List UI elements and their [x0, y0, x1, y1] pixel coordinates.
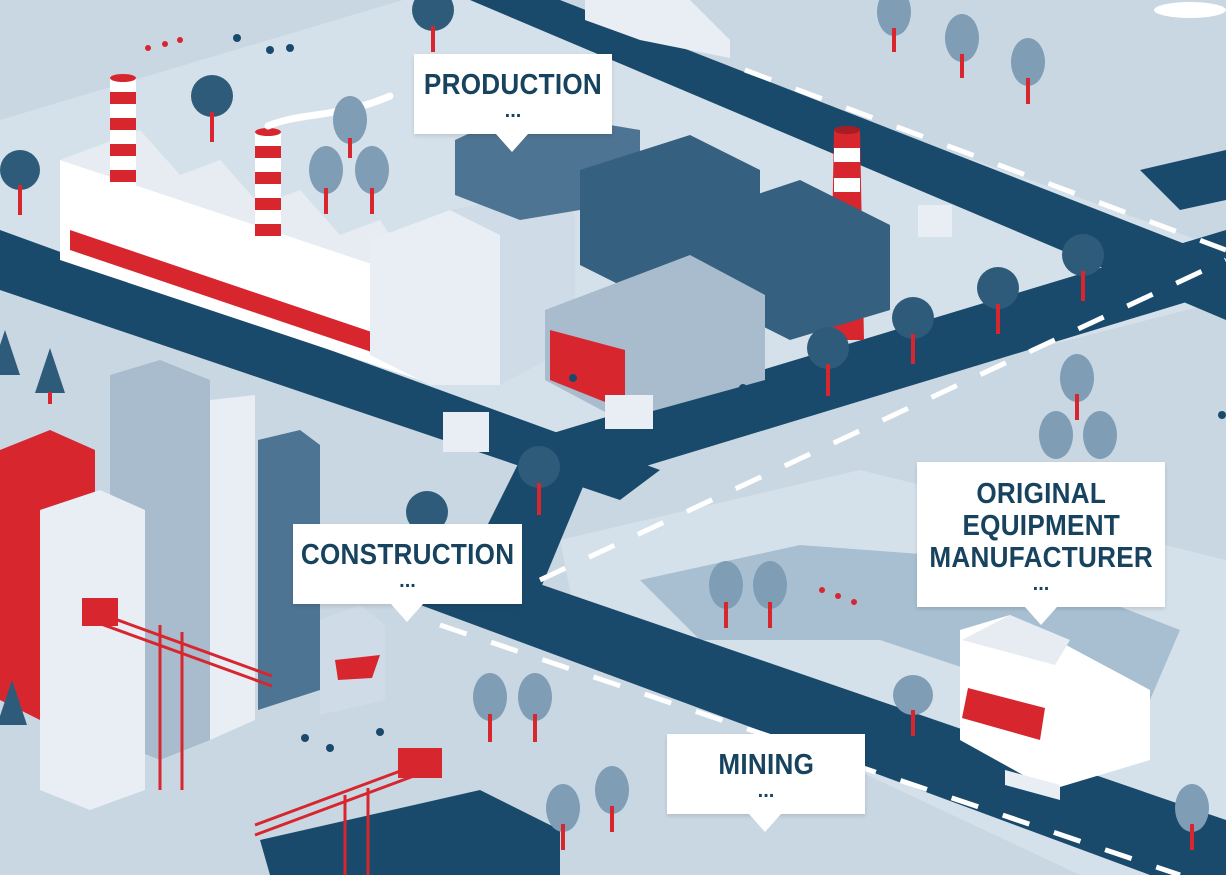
- smokestack: [110, 74, 136, 186]
- callout-oem[interactable]: ORIGINAL EQUIPMENT MANUFACTURER ...: [917, 462, 1165, 625]
- crane-counterweight: [82, 598, 118, 626]
- red-markers: [145, 37, 857, 605]
- white-tower: [40, 490, 145, 810]
- callout-construction-title: CONSTRUCTION: [300, 539, 515, 571]
- factory-building: [60, 130, 420, 380]
- callout-production[interactable]: PRODUCTION ...: [414, 54, 612, 152]
- callout-mining-pointer: [749, 814, 781, 832]
- pickup-truck: [1005, 770, 1060, 800]
- callout-oem-more: ...: [1032, 572, 1050, 595]
- callout-mining-more: ...: [757, 780, 775, 802]
- callout-production-more: ...: [504, 100, 522, 122]
- callout-oem-title: ORIGINAL EQUIPMENT MANUFACTURER: [929, 477, 1153, 574]
- callout-construction[interactable]: CONSTRUCTION ...: [293, 524, 522, 622]
- crane: [89, 608, 273, 790]
- warehouse: [545, 255, 765, 420]
- tree-group: [0, 0, 1209, 850]
- callout-mining-box: MINING ...: [667, 734, 865, 814]
- delivery-truck: [585, 0, 730, 58]
- callout-oem-box: ORIGINAL EQUIPMENT MANUFACTURER ...: [917, 462, 1165, 607]
- shop-building: [320, 605, 385, 715]
- office-building: [370, 190, 575, 385]
- callout-production-box: PRODUCTION ...: [414, 54, 612, 134]
- callout-production-title: PRODUCTION: [423, 69, 603, 101]
- callout-oem-pointer: [1025, 607, 1057, 625]
- callout-construction-box: CONSTRUCTION ...: [293, 524, 522, 604]
- oem-building: [960, 615, 1150, 790]
- callout-construction-pointer: [391, 604, 423, 622]
- forklift: [443, 205, 952, 452]
- callout-production-pointer: [496, 134, 528, 152]
- callout-mining[interactable]: MINING ...: [667, 734, 865, 832]
- pedestrians: [66, 34, 1226, 846]
- crane-counterweight: [398, 748, 442, 778]
- airplane: [1154, 2, 1226, 18]
- callout-construction-more: ...: [399, 570, 416, 592]
- callout-mining-title: MINING: [718, 749, 814, 781]
- smokestack: [255, 92, 394, 242]
